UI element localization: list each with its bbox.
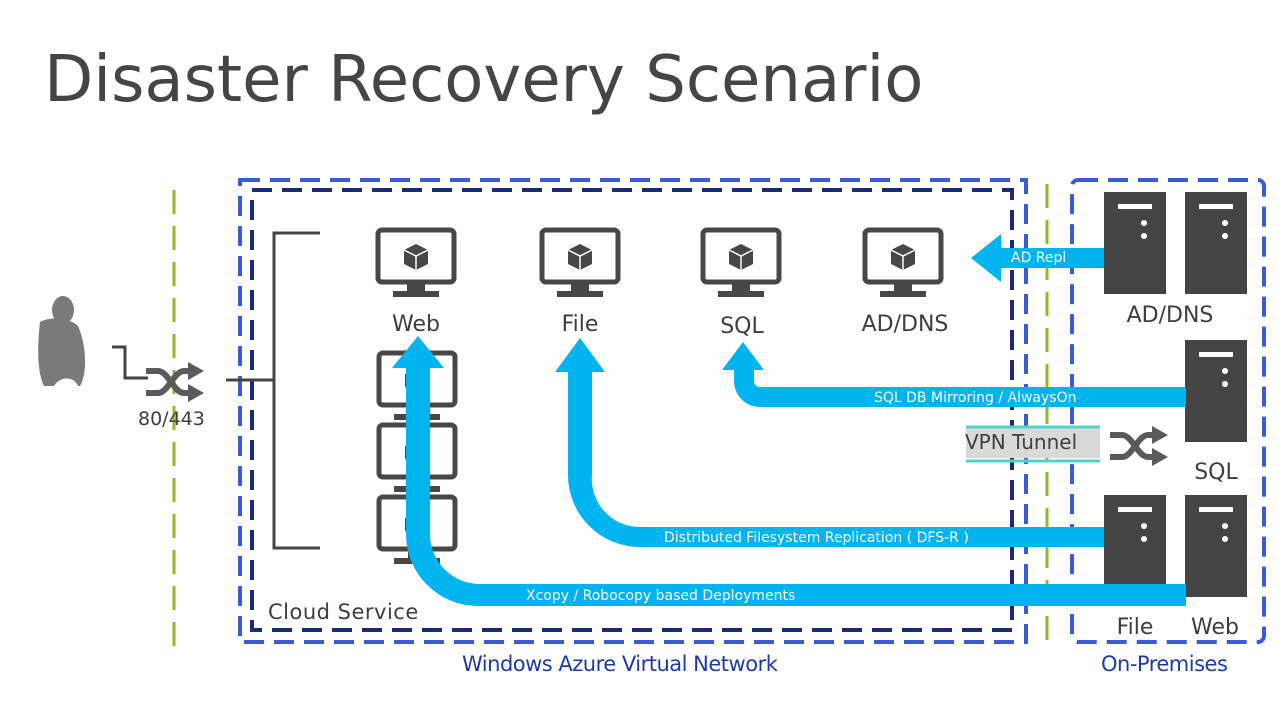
ad-repl-label: AD Repl [1011,250,1066,266]
port-label: 80/443 [138,408,205,430]
onprem-addns-label: AD/DNS [1127,303,1214,328]
vm-label-file: File [562,312,599,337]
dfsr-arrow [555,338,1104,547]
onprem-web-label: Web [1191,615,1239,640]
server-tower-icon [1104,495,1166,597]
vm-label-web: Web [392,312,440,337]
server-tower-icon [1185,192,1247,294]
dfsr-label: Distributed Filesystem Replication ( DFS… [664,530,969,546]
vm-monitor-icon [703,230,779,297]
azure-network-label: Windows Azure Virtual Network [462,652,779,676]
vpn-tunnel-label: VPN Tunnel [965,430,1077,454]
onprem-network-label: On-Premises [1101,652,1227,676]
vm-monitor-icon [378,230,454,297]
vm-label-addns: AD/DNS [862,312,949,337]
ad-repl-arrow [971,234,1104,282]
vm-monitor-icon [865,230,941,297]
crossed-arrows-icon [1110,426,1168,466]
user-icon [38,296,86,386]
vm-label-sql: SQL [720,314,764,339]
page-title: Disaster Recovery Scenario [44,43,923,117]
server-tower-icon [1104,192,1166,294]
sql-mirror-label: SQL DB Mirroring / AlwaysOn [874,390,1076,406]
cloud-service-bracket [272,231,320,550]
cloud-service-label: Cloud Service [268,600,419,624]
azure-network-boundary [238,178,1028,644]
xcopy-label: Xcopy / Robocopy based Deployments [526,588,795,604]
onprem-boundary [1070,178,1266,644]
onprem-sql-label: SQL [1194,460,1238,485]
server-tower-icon [1185,495,1247,597]
vm-monitor-icon [542,230,618,297]
vpn-tunnel-bar [966,427,1100,458]
client-link-line [112,345,148,380]
cloud-service-boundary [250,188,1014,632]
sql-mirror-arrow [722,342,1186,407]
xcopy-arrow [392,336,1186,606]
onprem-file-label: File [1117,615,1154,640]
server-tower-icon [1185,340,1247,442]
